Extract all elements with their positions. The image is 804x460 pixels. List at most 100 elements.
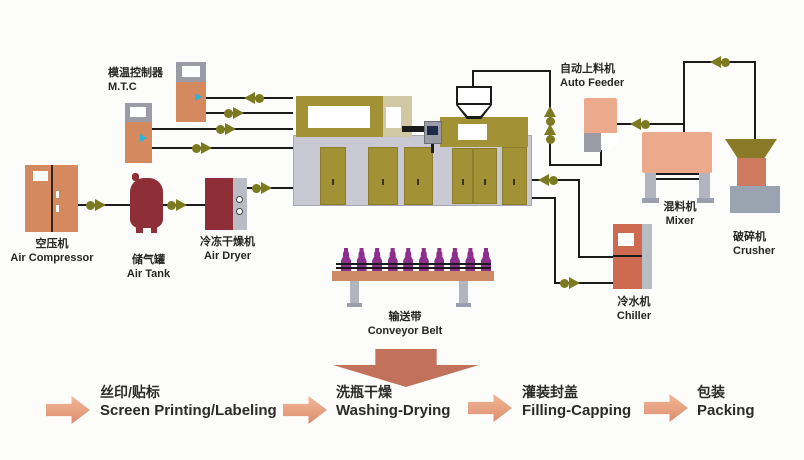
- process-step-4: 包装 Packing: [697, 384, 755, 420]
- mixer: [642, 132, 714, 204]
- auto-feeder: [584, 98, 617, 152]
- crusher-label-cn: 破碎机: [733, 231, 766, 243]
- bottle: [341, 248, 351, 271]
- compressor-vent: [56, 191, 59, 198]
- conveyor-bottles: [341, 248, 491, 271]
- mixer-bar: [648, 178, 706, 180]
- injection-molding-machine: [293, 86, 532, 207]
- mtc-label-cn: 模温控制器: [108, 67, 163, 79]
- mtc-2-screen: [130, 107, 146, 117]
- hopper-funnel-inner: [458, 105, 490, 116]
- machine-door: [452, 148, 473, 204]
- auto-feeder-body: [584, 98, 617, 135]
- mixer-foot: [642, 198, 659, 203]
- auto-feeder-label-en: Auto Feeder: [560, 77, 625, 90]
- air-tank-label-en: Air Tank: [126, 268, 171, 281]
- conveyor-deck: [332, 271, 494, 281]
- pipe-line: [472, 70, 551, 72]
- pipe-line: [472, 70, 474, 88]
- flow-arrow-icon: [468, 394, 512, 422]
- pipe-line: [531, 197, 556, 199]
- bottle: [465, 248, 476, 271]
- conveyor-belt: [332, 248, 494, 308]
- crusher: [725, 139, 780, 213]
- chiller-divider: [613, 255, 642, 257]
- pipe-line: [617, 123, 685, 125]
- crusher-body: [737, 158, 766, 186]
- indicator-arrow-icon: [140, 134, 147, 142]
- nozzle-control-stem: [431, 144, 434, 153]
- mixer-leg: [699, 173, 710, 201]
- step-2-cn: 洗瓶干燥: [336, 384, 392, 400]
- mixer-label-en: Mixer: [665, 215, 695, 228]
- step-3-cn: 灌装封盖: [522, 384, 578, 400]
- machine-door: [404, 147, 433, 205]
- pipe-line: [683, 61, 685, 133]
- chiller-label-cn: 冷水机: [617, 296, 651, 308]
- conveyor-rail: [336, 267, 491, 269]
- valve-icon: [710, 56, 730, 68]
- bottle: [372, 248, 383, 271]
- bottle: [449, 248, 460, 271]
- mixer-foot: [697, 198, 714, 203]
- air-dryer-panel: [233, 178, 247, 230]
- crusher-base: [730, 186, 780, 213]
- bottle: [434, 248, 445, 271]
- bottle: [481, 248, 491, 271]
- conveyor-belt-label-en: Conveyor Belt: [367, 325, 443, 338]
- auto-feeder-label: 自动上料机 Auto Feeder: [560, 62, 650, 91]
- air-dryer-label-cn: 冷冻干燥机: [200, 236, 255, 248]
- valve-icon: [167, 199, 187, 211]
- air-dryer: [205, 178, 247, 230]
- air-tank-body: [130, 178, 163, 228]
- process-step-3: 灌装封盖 Filling-Capping: [522, 384, 631, 420]
- air-tank: [130, 173, 163, 233]
- compressor-seam: [51, 165, 53, 232]
- pipe-line: [206, 112, 293, 114]
- valve-icon: [538, 174, 558, 186]
- mtc-2-body: [125, 122, 152, 163]
- valve-icon: [216, 123, 236, 135]
- mixer-label: 混料机 Mixer: [650, 200, 710, 229]
- auto-feeder-base: [584, 133, 601, 152]
- down-arrow-icon: [333, 349, 479, 387]
- step-2-en: Washing-Drying: [336, 401, 451, 419]
- mixer-bar: [648, 173, 706, 175]
- valve-icon: [544, 106, 556, 126]
- step-1-en: Screen Printing/Labeling: [100, 401, 277, 419]
- mtc-label-en: M.T.C: [108, 81, 137, 94]
- air-compressor-label: 空压机 Air Compressor: [2, 237, 102, 266]
- step-4-cn: 包装: [697, 384, 725, 400]
- crusher-label: 破碎机 Crusher: [725, 230, 793, 259]
- step-1-cn: 丝印/贴标: [100, 384, 160, 400]
- valve-icon: [252, 182, 272, 194]
- valve-icon: [560, 277, 580, 289]
- air-dryer-label-en: Air Dryer: [203, 250, 252, 263]
- flow-arrow-icon: [644, 394, 688, 422]
- crusher-hopper: [725, 139, 777, 158]
- air-dryer-body: [205, 178, 233, 230]
- machine-door: [502, 147, 527, 205]
- bottle: [403, 248, 414, 271]
- pipe-line: [152, 147, 293, 149]
- pipe-line: [600, 150, 602, 166]
- mtc-label: 模温控制器 M.T.C: [108, 66, 163, 95]
- valve-icon: [192, 142, 212, 154]
- mtc-unit-2: [125, 103, 152, 163]
- conveyor-leg: [459, 281, 468, 303]
- step-4-en: Packing: [697, 401, 755, 419]
- pipe-line: [554, 282, 614, 284]
- air-dryer-knob: [236, 208, 243, 215]
- machine-door: [473, 148, 497, 204]
- chiller-label-en: Chiller: [616, 310, 652, 323]
- valve-icon: [544, 124, 556, 144]
- air-tank-label-cn: 储气罐: [132, 254, 165, 266]
- chiller-label-plate: [618, 233, 634, 246]
- pipe-line: [578, 179, 580, 258]
- hopper: [456, 86, 492, 105]
- bottle: [356, 248, 367, 271]
- air-compressor: [25, 165, 78, 232]
- air-compressor-label-cn: 空压机: [35, 238, 69, 250]
- air-tank-leg: [151, 226, 157, 233]
